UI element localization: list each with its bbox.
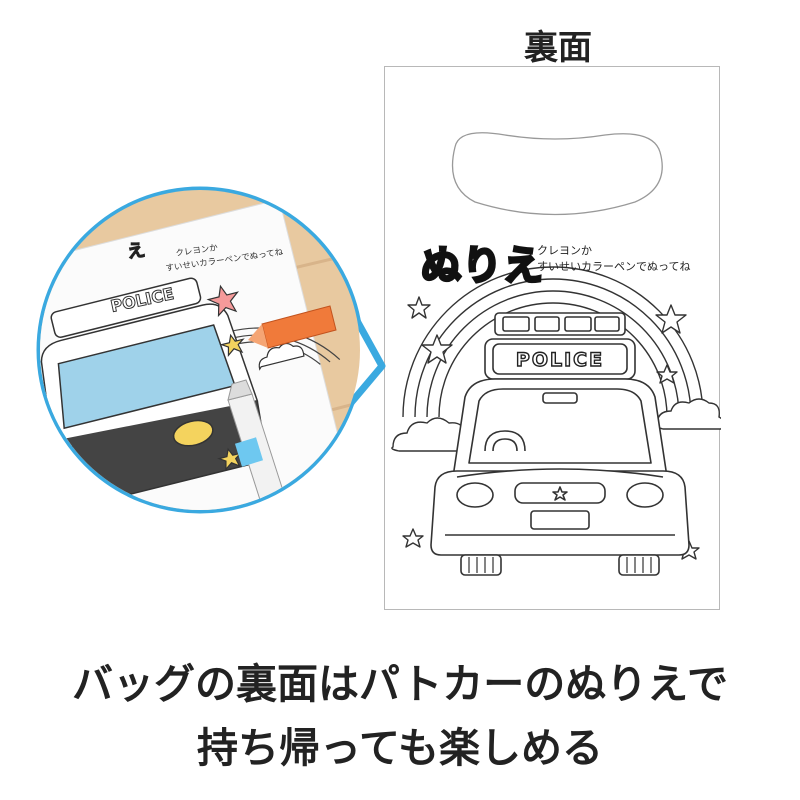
star-icon [217, 447, 243, 471]
police-sign-label: POLICE [515, 348, 605, 371]
coloring-page-art [391, 132, 721, 576]
cloud-icon [258, 342, 305, 371]
caption: バッグの裏面はパトカーのぬりえで 持ち帰っても楽しめる [0, 652, 800, 780]
caption-line-2: 持ち帰っても楽しめる [197, 724, 603, 772]
star-icon [421, 334, 453, 364]
bag-back-side: ぬりえ クレヨンか すいせいカラーペンでぬってね POLICE [384, 66, 721, 610]
coloring-heading: ぬりえ [420, 242, 545, 291]
marker-icon [227, 379, 287, 507]
coloring-instructions: クレヨンか すいせいカラーペンでぬってね [537, 243, 707, 275]
crayon-icon [248, 305, 337, 349]
bag-side-title: 裏面 [524, 28, 592, 68]
cloud-icon [655, 398, 721, 430]
star-icon [206, 284, 240, 318]
cloud-icon [391, 417, 472, 452]
police-car-icon [430, 312, 690, 576]
star-icon [656, 364, 678, 384]
photo-heading: え [126, 240, 147, 263]
star-icon [402, 528, 424, 548]
star-icon [219, 333, 245, 357]
instruction-line-1: クレヨンか [537, 244, 592, 257]
star-icon [407, 296, 431, 319]
star-icon [655, 304, 687, 334]
photo-callout: え クレヨンか すいせいカラーペンでぬってね POLICE [36, 186, 386, 514]
bag-handle-hole [451, 132, 663, 216]
caption-line-1: バッグの裏面はパトカーのぬりえで [72, 660, 728, 708]
instruction-line-2: すいせいカラーペンでぬってね [537, 260, 691, 273]
